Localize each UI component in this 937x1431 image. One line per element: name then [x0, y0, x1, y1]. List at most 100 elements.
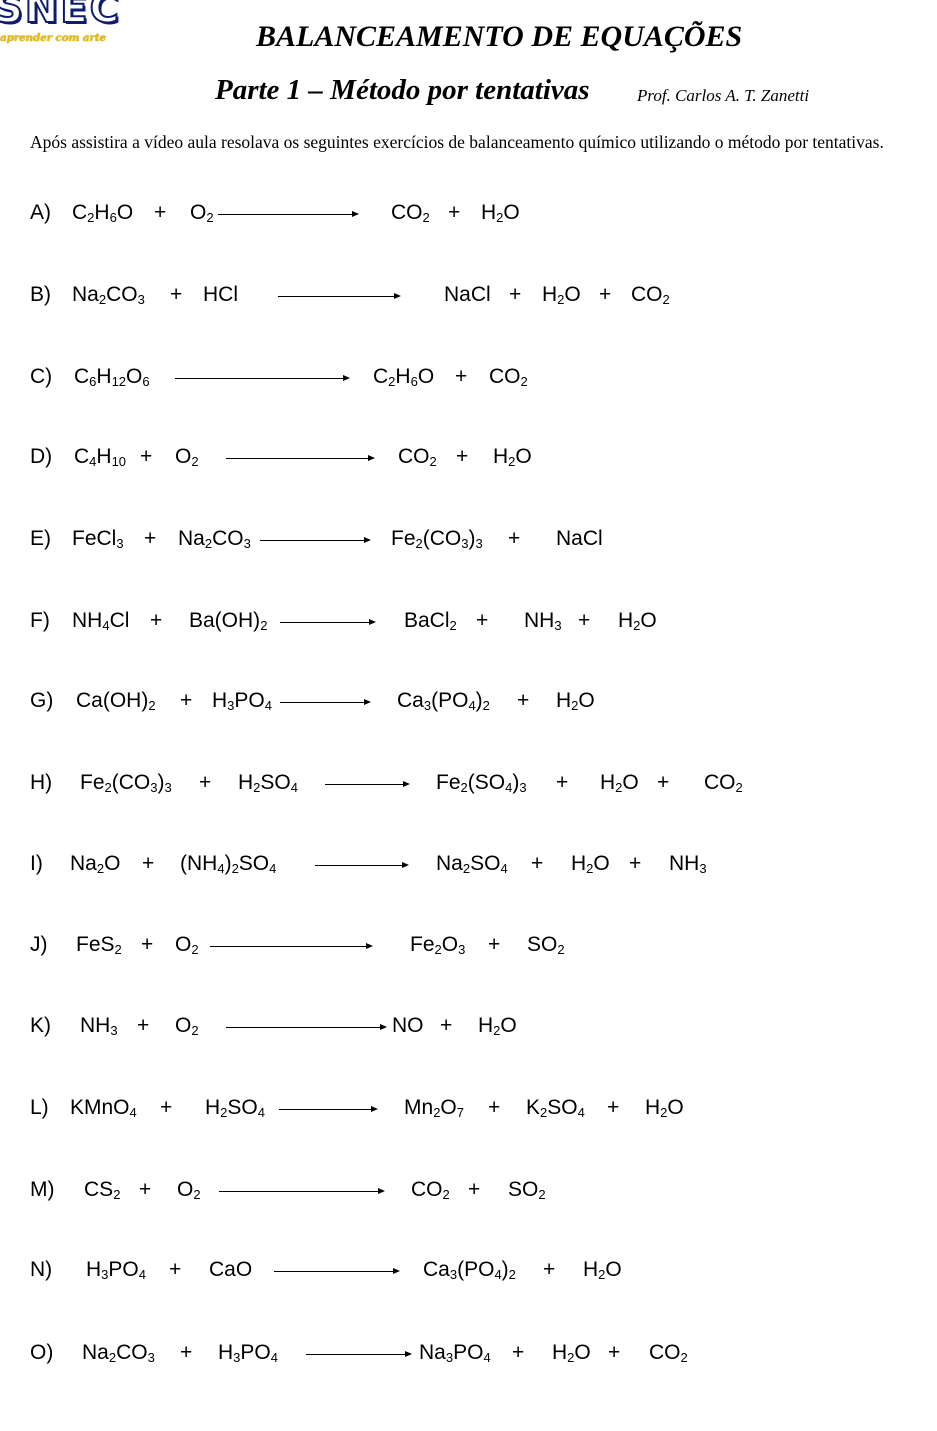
- product-formula: NO: [392, 1014, 424, 1037]
- exercise-letter: A): [30, 201, 51, 224]
- plus-sign: +: [543, 1258, 556, 1281]
- plus-sign: +: [139, 1178, 152, 1201]
- exercise-letter: C): [30, 365, 53, 388]
- reactant-formula: HCl: [203, 283, 238, 306]
- product-formula: H2O: [478, 1014, 517, 1038]
- reaction-arrow-icon: [306, 1351, 412, 1357]
- plus-sign: +: [160, 1096, 173, 1119]
- page-subtitle: Parte 1 – Método por tentativas: [215, 74, 590, 106]
- instructions-paragraph: Após assistira a vídeo aula resolava os …: [30, 132, 884, 152]
- reactant-formula: C6H12O6: [74, 365, 150, 389]
- plus-sign: +: [142, 852, 155, 875]
- page-title: BALANCEAMENTO DE EQUAÇÕES: [256, 20, 743, 53]
- reactant-formula: Fe2(CO3)3: [80, 771, 172, 795]
- plus-sign: +: [476, 609, 489, 632]
- plus-sign: +: [455, 365, 468, 388]
- reaction-arrow-icon: [280, 699, 371, 705]
- school-logo: SNEC aprender com arte: [0, 0, 135, 52]
- plus-sign: +: [517, 689, 530, 712]
- product-formula: H2O: [600, 771, 639, 795]
- exercise-letter: O): [30, 1341, 54, 1364]
- reaction-arrow-icon: [279, 1106, 378, 1112]
- reactant-formula: C2H6O: [72, 201, 134, 225]
- plus-sign: +: [456, 445, 469, 468]
- product-formula: H2O: [556, 689, 595, 713]
- reaction-arrow-icon: [226, 1024, 387, 1030]
- author-credit: Prof. Carlos A. T. Zanetti: [637, 86, 810, 105]
- product-formula: Ca3(PO4)2: [397, 689, 490, 713]
- plus-sign: +: [488, 1096, 501, 1119]
- product-formula: Fe2O3: [410, 933, 466, 957]
- plus-sign: +: [578, 609, 591, 632]
- plus-sign: +: [141, 933, 154, 956]
- exercise-letter: N): [30, 1258, 53, 1281]
- reactant-formula: CaO: [209, 1258, 253, 1281]
- plus-sign: +: [607, 1096, 620, 1119]
- product-formula: Ca3(PO4)2: [423, 1258, 516, 1282]
- plus-sign: +: [488, 933, 501, 956]
- product-formula: NH3: [524, 609, 562, 633]
- exercise-letter: F): [30, 609, 50, 632]
- product-formula: Fe2(CO3)3: [391, 527, 483, 551]
- plus-sign: +: [169, 1258, 182, 1281]
- plus-sign: +: [180, 689, 193, 712]
- reaction-arrow-icon: [260, 537, 371, 543]
- product-formula: H2O: [618, 609, 657, 633]
- product-formula: H2O: [493, 445, 532, 469]
- exercise-letter: J): [30, 933, 48, 956]
- reactant-formula: CS2: [84, 1178, 121, 1202]
- reactant-formula: Ca(OH)2: [76, 689, 156, 713]
- product-formula: NH3: [669, 852, 707, 876]
- reactant-formula: NH3: [80, 1014, 118, 1038]
- exercise-letter: D): [30, 445, 53, 468]
- reactant-formula: H3PO4: [218, 1341, 278, 1365]
- plus-sign: +: [440, 1014, 453, 1037]
- exercise-letter: E): [30, 527, 51, 550]
- plus-sign: +: [144, 527, 157, 550]
- plus-sign: +: [140, 445, 153, 468]
- product-formula: SO2: [508, 1178, 546, 1202]
- reactant-formula: Na2CO3: [82, 1341, 155, 1365]
- product-formula: BaCl2: [404, 609, 457, 633]
- reactant-formula: Na2O: [70, 852, 121, 876]
- plus-sign: +: [150, 609, 163, 632]
- plus-sign: +: [509, 283, 522, 306]
- plus-sign: +: [170, 283, 183, 306]
- exercise-letter: G): [30, 689, 54, 712]
- reactant-formula: O2: [175, 445, 199, 469]
- product-formula: C2H6O: [373, 365, 435, 389]
- reaction-arrow-icon: [226, 455, 375, 461]
- reactant-formula: (NH4)2SO4: [180, 852, 277, 876]
- product-formula: H2O: [583, 1258, 622, 1282]
- product-formula: H2O: [542, 283, 581, 307]
- reaction-arrow-icon: [219, 1188, 385, 1194]
- reaction-arrow-icon: [274, 1268, 400, 1274]
- reaction-arrow-icon: [325, 781, 410, 787]
- product-formula: CO2: [631, 283, 670, 307]
- reaction-arrow-icon: [210, 943, 373, 949]
- product-formula: H2O: [571, 852, 610, 876]
- reactant-formula: FeCl3: [72, 527, 124, 551]
- logo-letters: SNEC: [0, 0, 121, 33]
- reaction-arrow-icon: [218, 211, 359, 217]
- reaction-arrow-icon: [175, 375, 350, 381]
- product-formula: NaCl: [444, 283, 491, 306]
- exercise-letter: K): [30, 1014, 51, 1037]
- plus-sign: +: [508, 527, 521, 550]
- reactant-formula: Na2CO3: [178, 527, 251, 551]
- product-formula: Na3PO4: [419, 1341, 491, 1365]
- reactant-formula: KMnO4: [70, 1096, 137, 1120]
- product-formula: K2SO4: [526, 1096, 585, 1120]
- exercise-letter: H): [30, 771, 53, 794]
- reactant-formula: Na2CO3: [72, 283, 145, 307]
- exercise-item: G) Ca(OH)2 + H3PO4 Ca3(PO4)2 + H2O: [0, 681, 937, 721]
- reactant-formula: H3PO4: [212, 689, 272, 713]
- plus-sign: +: [657, 771, 670, 794]
